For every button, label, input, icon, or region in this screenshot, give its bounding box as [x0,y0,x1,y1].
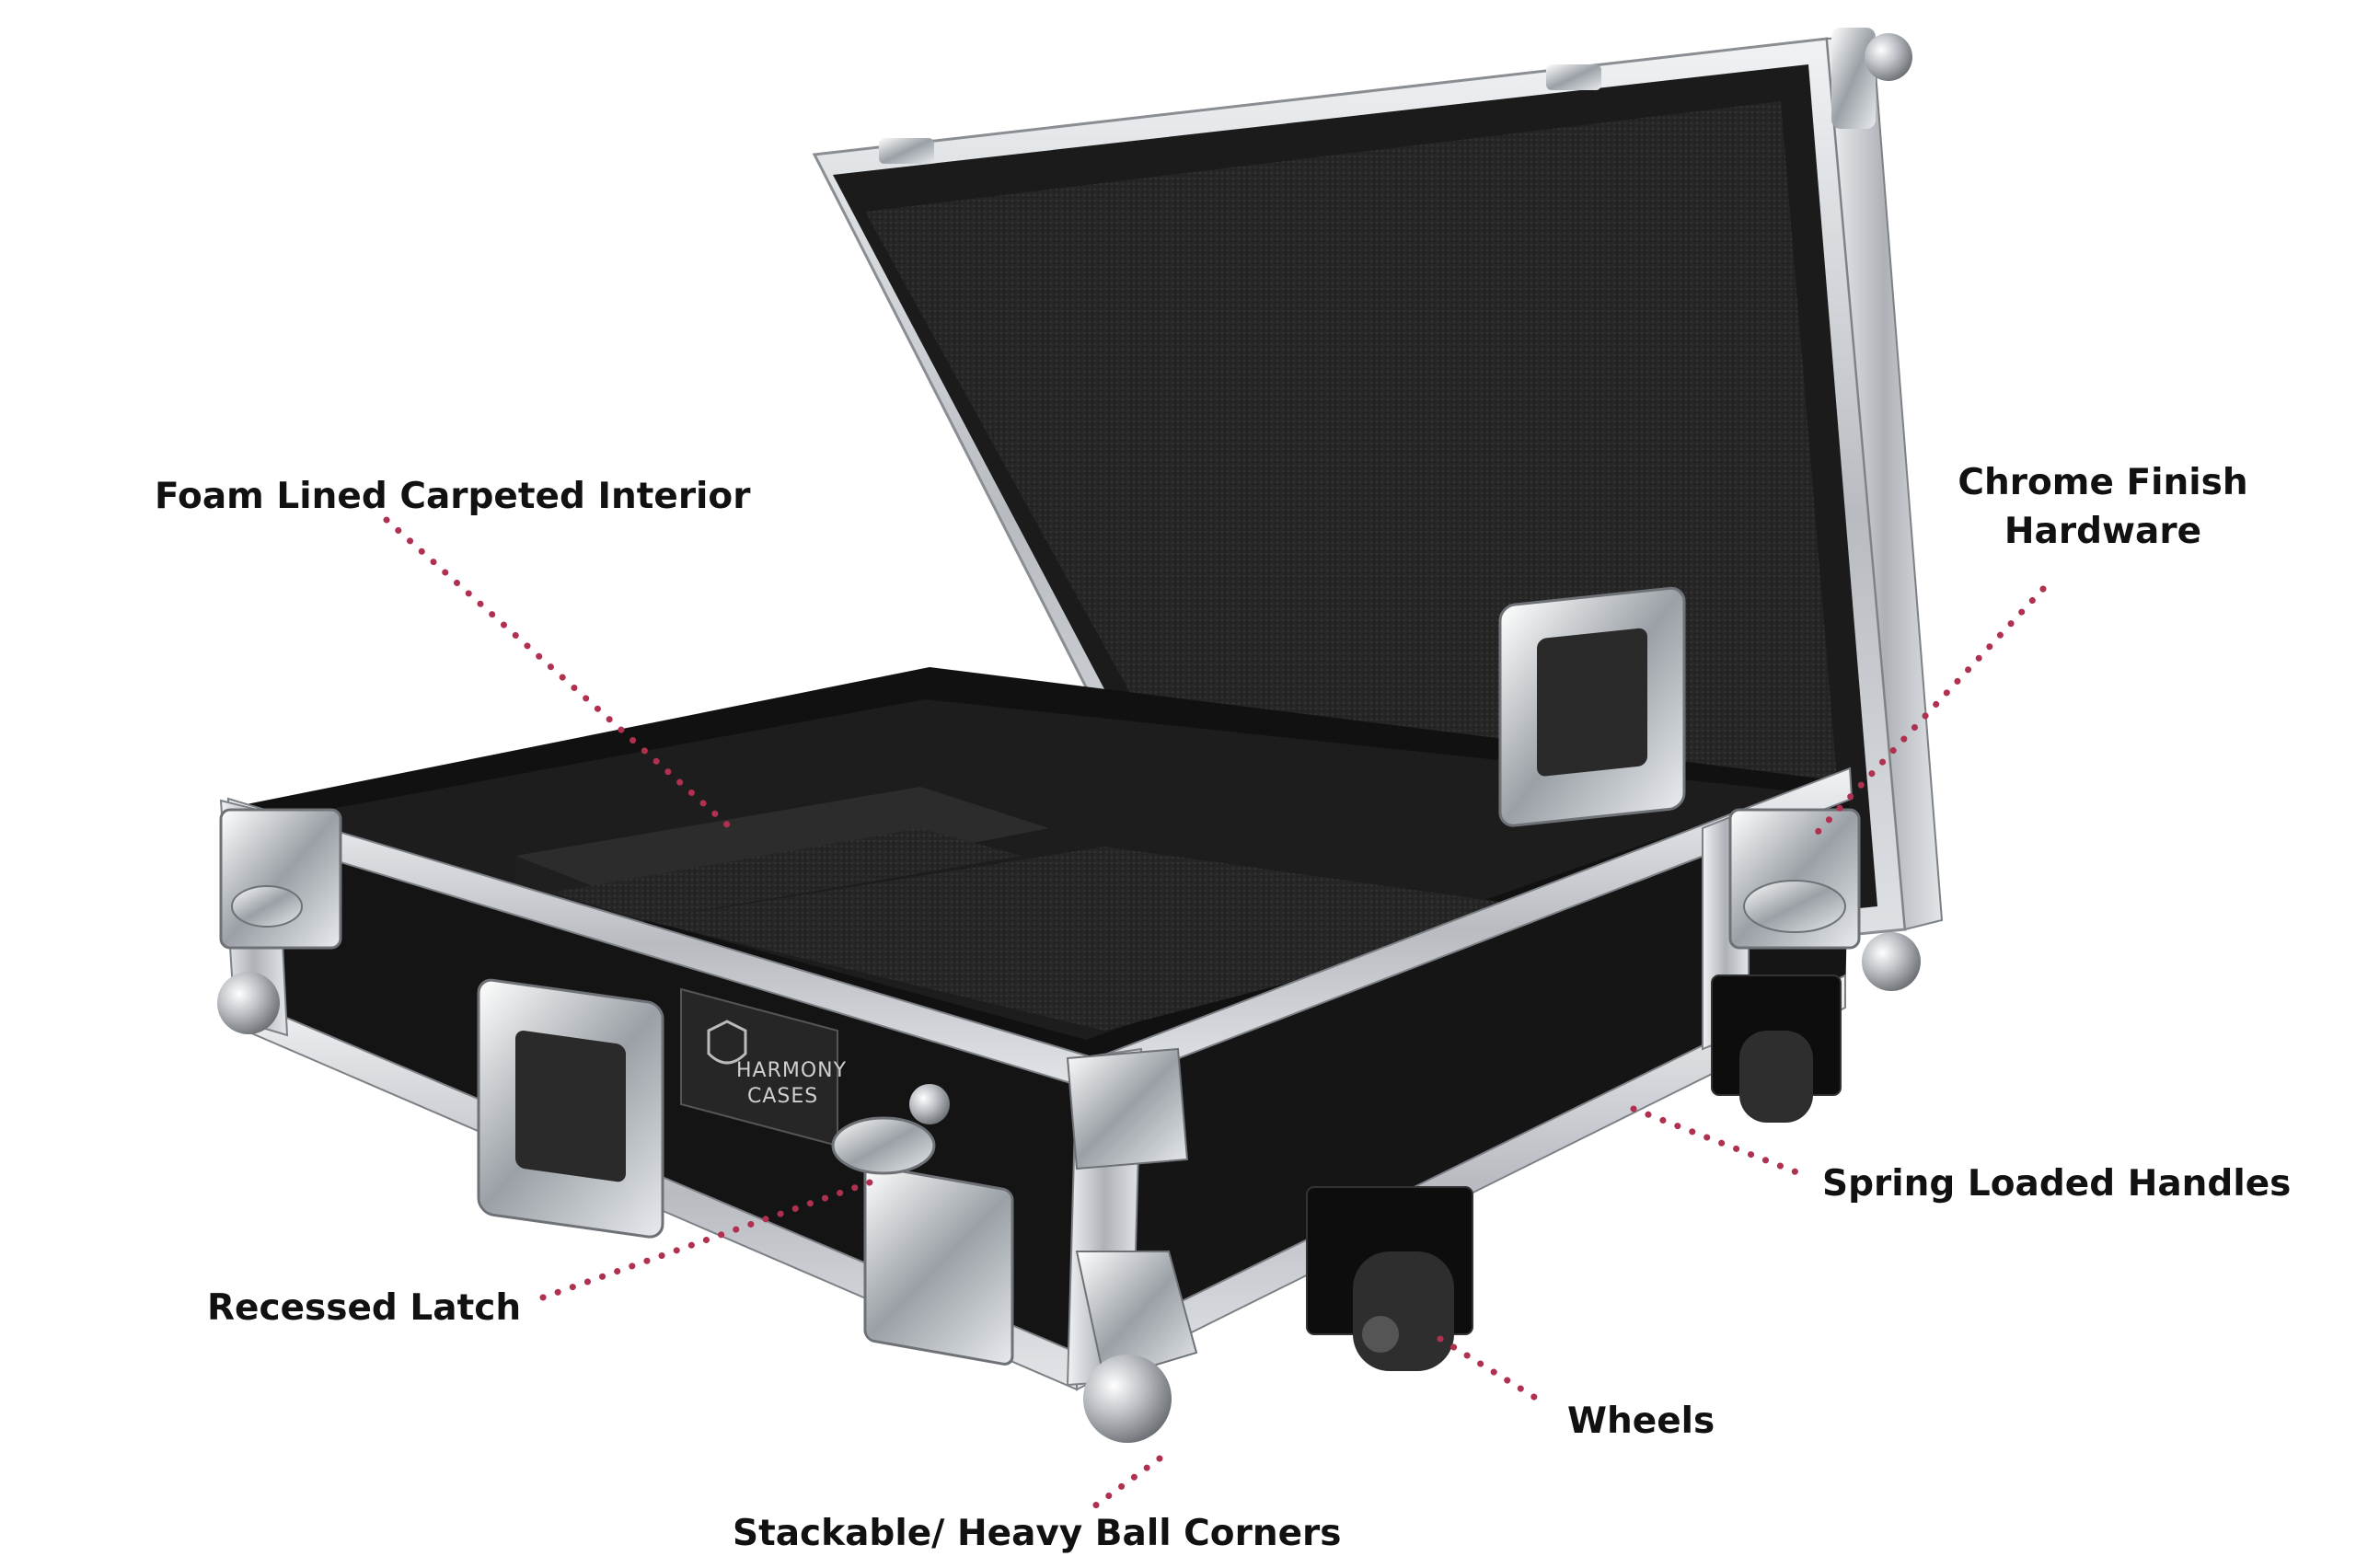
callout-chrome-line1: Chrome Finish [1958,462,2248,503]
wheel-front [1306,1186,1473,1371]
latch-left [219,808,342,950]
brand-plaque: HARMONY CASES [680,987,847,1147]
callout-chrome-hardware: Chrome Finish Hardware [1942,458,2264,556]
leader-line-handles [1630,1105,1803,1177]
latch-front [831,1084,1014,1366]
callout-foam-interior: Foam Lined Carpeted Interior [155,476,751,517]
leader-line-wheels [1437,1335,1541,1402]
callout-recessed-latch: Recessed Latch [207,1287,522,1329]
callout-spring-handles: Spring Loaded Handles [1822,1163,2292,1205]
callout-wheels: Wheels [1567,1401,1715,1442]
brand-plaque-line2: CASES [747,1085,818,1108]
leader-line-latch [539,1179,873,1301]
leader-line-chrome [1805,585,2047,846]
handle-front [477,978,664,1239]
case-side-panel [1066,767,1854,1391]
brand-plaque-line1: HARMONY [736,1059,847,1082]
callout-chrome-line2: Hardware [2004,511,2202,552]
leader-line-corners [1087,1455,1163,1513]
ball-corner-right [1862,932,1921,991]
handle-side [1498,586,1686,827]
latch-side [1728,808,1861,950]
callout-ball-corners: Stackable/ Heavy Ball Corners [733,1513,1342,1554]
leader-line-foam [383,516,740,836]
wheel-rear [1711,974,1842,1123]
ball-corner-left [217,972,280,1034]
leader-lines [383,516,2047,1513]
ball-corner-front [1066,1047,1198,1443]
